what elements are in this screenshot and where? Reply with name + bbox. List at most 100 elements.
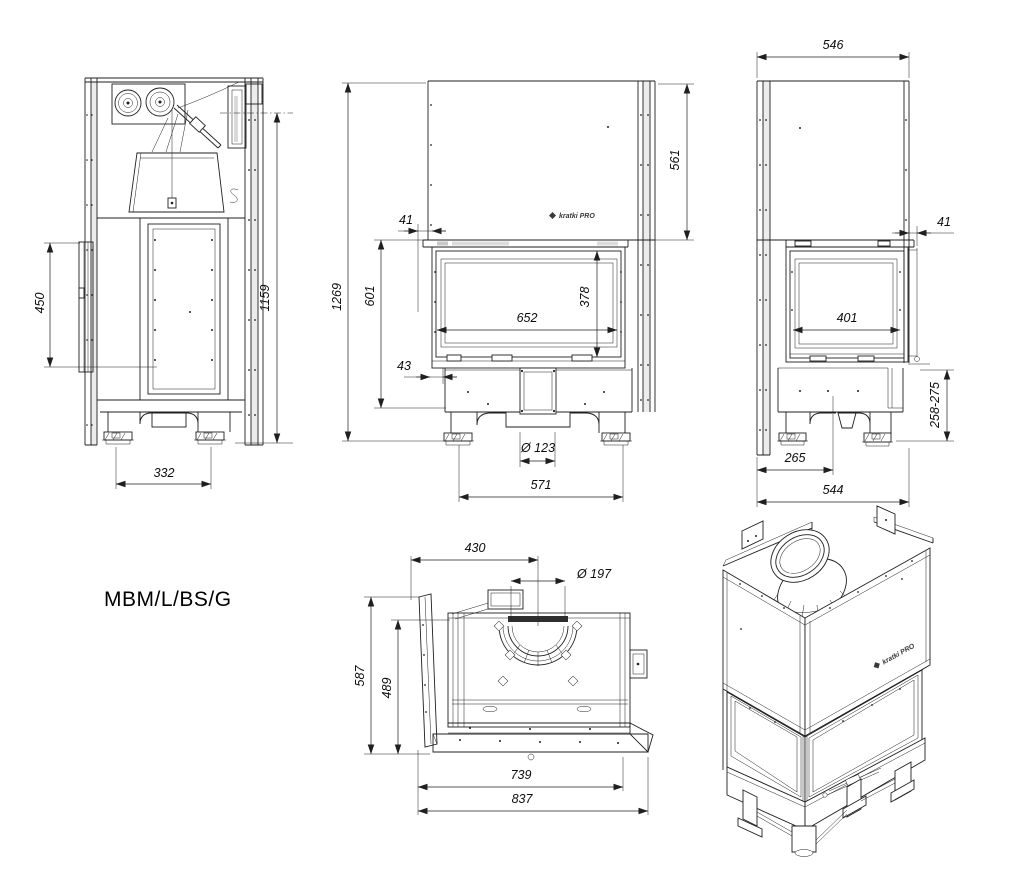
dim-546: 546 (756, 38, 910, 78)
screw-dot (857, 591, 859, 593)
screw-dot (189, 311, 191, 313)
flue-collar (493, 620, 583, 687)
dim-123: Ø 123 (519, 432, 556, 467)
screw-dot (86, 339, 88, 341)
dim-label: 332 (154, 466, 175, 480)
screw-dot (774, 721, 776, 723)
corner-post (802, 664, 931, 801)
screw-dot (799, 127, 801, 129)
screw-dot (759, 119, 761, 121)
base-center-box (151, 412, 187, 428)
pivot-pin (914, 356, 920, 362)
throat-curve (177, 81, 240, 109)
screw-dot (647, 114, 649, 116)
screw-dot (254, 119, 256, 121)
screw-dot (579, 741, 581, 743)
screw-dot (857, 390, 859, 392)
base-plate (432, 733, 649, 753)
screw-dot (520, 409, 524, 413)
screw-dot (248, 169, 250, 171)
side-glass-pane (798, 262, 894, 345)
plinth-details (778, 367, 903, 413)
screw-dot (91, 424, 93, 426)
screw-dot (765, 344, 767, 346)
firebox-body-top (447, 612, 631, 728)
door-label-strip (452, 241, 509, 246)
screw-dot (469, 727, 471, 729)
part-number-strip (234, 96, 238, 142)
screw-dot (647, 264, 649, 266)
screw-dot (747, 540, 749, 542)
handle-bracket (629, 649, 648, 679)
door-clip (491, 354, 513, 362)
dim-label: 571 (531, 478, 552, 492)
foot-right (600, 432, 632, 446)
screw-dot (636, 662, 640, 666)
screw-dot (430, 104, 432, 106)
screw-dot (885, 575, 887, 577)
door-clip (446, 354, 462, 362)
screw-dot (765, 119, 767, 121)
brand-text: kratki PRO (559, 213, 595, 220)
screw-dot (899, 688, 901, 690)
screw-dot (487, 403, 489, 405)
dim-label: 430 (465, 541, 486, 555)
screw-dot (871, 704, 873, 706)
screw-dot (640, 264, 642, 266)
screw-dot (430, 144, 432, 146)
screw-dot (254, 219, 256, 221)
dim-label: 41 (399, 213, 413, 227)
deflector-plate (128, 152, 225, 213)
column-shade (643, 81, 650, 412)
screw-dot (91, 249, 93, 251)
dim-1269: 1269 (330, 82, 442, 442)
screw-dot (739, 583, 741, 585)
dim-label: 41 (937, 215, 951, 229)
screw-dot (91, 159, 93, 161)
flue-connector (487, 589, 524, 610)
screw-dot (905, 169, 907, 171)
screw-dot (91, 294, 93, 296)
screw-dot (211, 239, 213, 241)
screw-dot (759, 254, 761, 256)
screw-dot (154, 269, 156, 271)
dim-571: 571 (458, 445, 624, 502)
screw-dot (467, 391, 469, 393)
floor-slot (576, 705, 592, 713)
screw-dot (154, 239, 156, 241)
screw-dot (529, 728, 531, 730)
screw-dot (248, 219, 250, 221)
side-door-frame (785, 246, 909, 363)
screw-dot (759, 389, 761, 391)
screw-dot (254, 319, 256, 321)
dim-450: 450 (33, 242, 157, 368)
screw-dot (86, 424, 88, 426)
brand-diamond-icon (549, 212, 556, 219)
screw-dot (647, 214, 649, 216)
dim-label: 561 (668, 150, 682, 171)
screw-dot (791, 271, 793, 273)
screw-dot (759, 209, 761, 211)
door-clip (877, 240, 891, 247)
screw-dot (86, 249, 88, 251)
screw-dot (154, 299, 156, 301)
dim-label: 450 (33, 293, 47, 314)
screw-dot (434, 271, 436, 273)
casing-seams (722, 551, 931, 733)
screw-dot (539, 741, 541, 743)
pulley-left (114, 89, 142, 117)
dim-332: 332 (115, 447, 212, 489)
latch (527, 753, 535, 761)
dim-561: 561 (628, 83, 694, 241)
dim-label: 544 (823, 483, 844, 497)
dim-label: 652 (517, 311, 538, 325)
screw-dot (248, 119, 250, 121)
screw-dot (589, 728, 591, 730)
screw-dot (254, 269, 256, 271)
screw-dot (620, 331, 622, 333)
body-frame (756, 80, 910, 456)
dim-label: 258-275 (928, 382, 942, 429)
screw-dot (254, 414, 256, 416)
screw-dot (603, 391, 605, 393)
screw-dot (86, 159, 88, 161)
